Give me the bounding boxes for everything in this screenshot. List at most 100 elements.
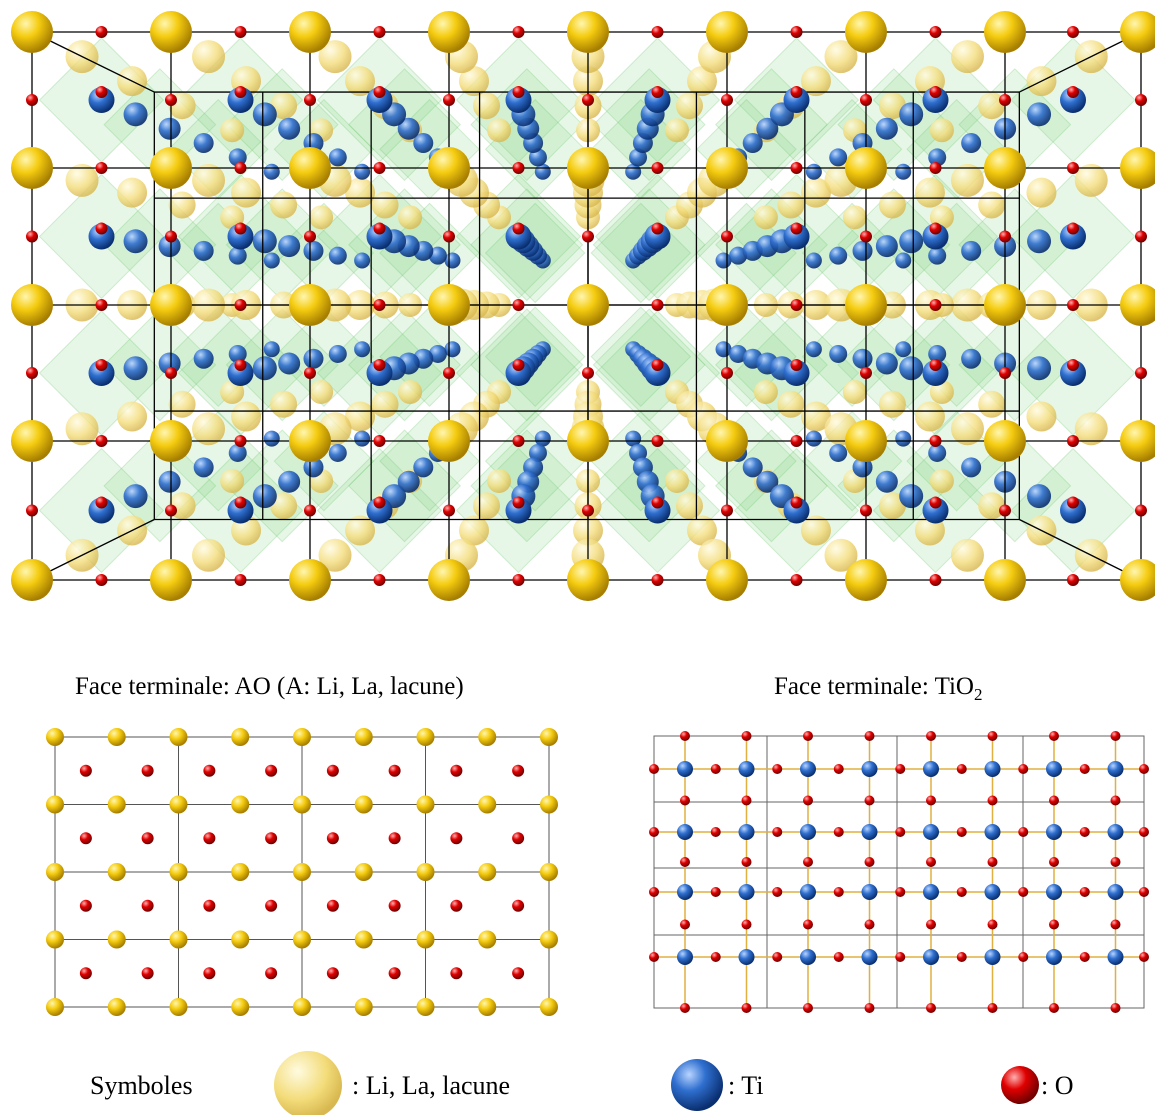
o-atom bbox=[95, 86, 108, 98]
tio2-o-atom bbox=[1139, 952, 1149, 962]
a-site-atom-depth bbox=[800, 515, 831, 546]
ti-atom-depth bbox=[278, 470, 301, 493]
tio2-o-atom bbox=[1110, 1003, 1121, 1013]
ti-atom-depth bbox=[228, 148, 247, 167]
a-site-atom bbox=[11, 284, 53, 326]
tio2-o-atom bbox=[1049, 857, 1059, 867]
a-site-atom bbox=[845, 11, 887, 53]
o-atom bbox=[651, 574, 664, 586]
a-site-atom-depth bbox=[398, 380, 423, 405]
ti-atom-depth bbox=[1027, 229, 1052, 254]
tio2-o-atom bbox=[833, 764, 844, 774]
tio2-ti-atom bbox=[1046, 884, 1062, 900]
tio2-o-atom bbox=[803, 795, 813, 806]
ti-atom-depth bbox=[193, 240, 214, 261]
a-site-atom-depth bbox=[473, 92, 501, 120]
a-site-atom-depth bbox=[800, 66, 831, 97]
a-site-atom bbox=[150, 420, 192, 462]
ti-atom bbox=[227, 87, 254, 113]
a-site-atom-depth bbox=[65, 163, 99, 197]
a-site-atom-depth bbox=[914, 401, 945, 432]
o-atom bbox=[929, 359, 942, 371]
a-site-atom-depth bbox=[1074, 163, 1108, 197]
tio2-o-atom bbox=[926, 1003, 936, 1013]
a-site-atom-depth bbox=[473, 492, 501, 520]
front-atoms bbox=[11, 11, 1155, 601]
o-atom bbox=[95, 26, 108, 38]
ti-atom-depth bbox=[354, 252, 371, 269]
a-site-atom-depth bbox=[1026, 401, 1057, 432]
tio2-o-atom bbox=[1139, 764, 1149, 774]
tio2-o-atom bbox=[1110, 919, 1121, 930]
o-atom bbox=[165, 504, 177, 517]
o-atom bbox=[1135, 94, 1147, 106]
legend-o-label: : O bbox=[1041, 1071, 1074, 1100]
a-site-atom bbox=[289, 559, 331, 601]
ao-o-atom bbox=[141, 764, 154, 777]
a-site-atom-depth bbox=[842, 380, 867, 405]
ti-atom-depth bbox=[875, 235, 898, 258]
o-atom bbox=[304, 94, 316, 106]
ao-a-site-atom bbox=[293, 930, 311, 949]
ao-a-site-atom bbox=[540, 998, 558, 1016]
a-site-atom bbox=[428, 420, 470, 462]
ao-o-atom bbox=[450, 899, 463, 912]
o-atom bbox=[651, 359, 664, 371]
tio2-o-atom bbox=[895, 827, 906, 837]
o-atom bbox=[304, 367, 316, 379]
o-atom bbox=[234, 496, 247, 509]
tio2-o-atom bbox=[895, 887, 906, 897]
ti-atom-depth bbox=[193, 133, 214, 154]
o-atom bbox=[95, 574, 108, 586]
o-atom bbox=[790, 299, 803, 311]
ti-atom-depth bbox=[278, 352, 301, 375]
a-site-atom-depth bbox=[345, 515, 376, 546]
tio2-o-atom bbox=[649, 952, 659, 962]
ti-atom-depth bbox=[328, 344, 347, 363]
ti-atom-depth bbox=[1027, 356, 1052, 381]
o-atom bbox=[26, 230, 38, 243]
o-atom bbox=[929, 496, 942, 509]
ti-atom-depth bbox=[397, 470, 420, 493]
a-site-atom-depth bbox=[686, 66, 717, 97]
o-atom bbox=[1067, 299, 1079, 311]
a-site-atom bbox=[706, 420, 748, 462]
o-atom bbox=[95, 299, 108, 311]
ti-atom-depth bbox=[413, 133, 434, 154]
o-atom bbox=[929, 162, 942, 174]
ao-a-site-atom bbox=[46, 728, 64, 746]
legend-ti-sphere bbox=[671, 1059, 723, 1111]
ti-atom bbox=[505, 87, 532, 113]
tio2-ti-atom bbox=[738, 949, 755, 965]
a-site-atom-depth bbox=[318, 538, 352, 572]
o-atom bbox=[582, 367, 594, 379]
ti-atom-depth bbox=[961, 240, 982, 261]
ti-atom-depth bbox=[742, 133, 763, 154]
tio2-ti-atom bbox=[738, 761, 755, 777]
tio2-ti-atom bbox=[1046, 949, 1062, 965]
ao-o-atom bbox=[326, 899, 339, 912]
ti-atom-depth bbox=[928, 344, 947, 363]
o-atom bbox=[929, 574, 942, 586]
o-atom bbox=[651, 496, 664, 509]
octahedron bbox=[801, 306, 903, 407]
tio2-ti-atom bbox=[984, 884, 1001, 900]
tio2-o-atom bbox=[956, 952, 967, 962]
o-atom bbox=[443, 367, 455, 379]
ao-o-atom bbox=[79, 899, 92, 912]
ti-atom bbox=[505, 497, 532, 524]
ti-atom bbox=[1060, 223, 1086, 250]
ao-a-site-atom bbox=[169, 998, 188, 1016]
ti-atom-depth bbox=[829, 246, 848, 265]
tio2-ti-atom bbox=[923, 761, 939, 777]
ao-o-atom bbox=[326, 764, 339, 777]
o-atom bbox=[790, 162, 803, 174]
grid-diagonal bbox=[1019, 518, 1142, 581]
ao-a-site-atom bbox=[169, 930, 188, 949]
ti-atom-depth bbox=[742, 457, 763, 478]
ti-atom bbox=[227, 360, 254, 386]
ti-atom-depth bbox=[875, 470, 898, 493]
ao-a-site-atom bbox=[46, 998, 64, 1016]
ao-a-site-atom bbox=[416, 930, 435, 949]
a-site-atom-depth bbox=[777, 390, 805, 418]
